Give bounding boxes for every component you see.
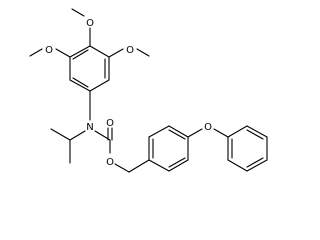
nitrogen-label: N <box>86 122 93 133</box>
bond <box>246 157 264 168</box>
bond <box>227 125 248 138</box>
oxygen-carbonyl-label: O <box>106 118 114 129</box>
bond <box>168 125 189 138</box>
bond <box>246 159 268 172</box>
oxygen-ether-label: O <box>204 122 212 133</box>
chemical-structure: O O O N O O O <box>29 8 268 173</box>
bond <box>187 128 203 138</box>
oxygen-ester-label: O <box>106 157 114 168</box>
bond <box>168 159 189 172</box>
bonds <box>29 8 268 173</box>
bond <box>136 48 150 57</box>
bond <box>29 48 43 57</box>
bond <box>71 8 85 17</box>
oxygen-methoxy-left-label: O <box>45 45 53 56</box>
oxygen-methoxy-right-label: O <box>126 45 134 56</box>
bond <box>55 48 71 58</box>
bond <box>213 128 229 138</box>
bond <box>89 79 110 92</box>
bond <box>227 159 248 172</box>
bond <box>69 79 91 92</box>
bond <box>148 159 170 172</box>
bond <box>50 128 71 141</box>
bond <box>246 129 264 140</box>
bond <box>114 163 130 173</box>
bond <box>108 48 124 58</box>
bond <box>168 157 186 168</box>
bond <box>89 45 110 58</box>
oxygen-methoxy-top-label: O <box>86 18 94 29</box>
atom-labels: O O O N O O O <box>45 18 212 168</box>
bond <box>168 129 186 140</box>
bond <box>72 77 89 88</box>
bond <box>246 125 268 138</box>
bond <box>69 45 91 58</box>
bond <box>148 125 170 138</box>
bond <box>69 130 86 141</box>
bond <box>128 159 150 173</box>
bond <box>72 49 89 60</box>
